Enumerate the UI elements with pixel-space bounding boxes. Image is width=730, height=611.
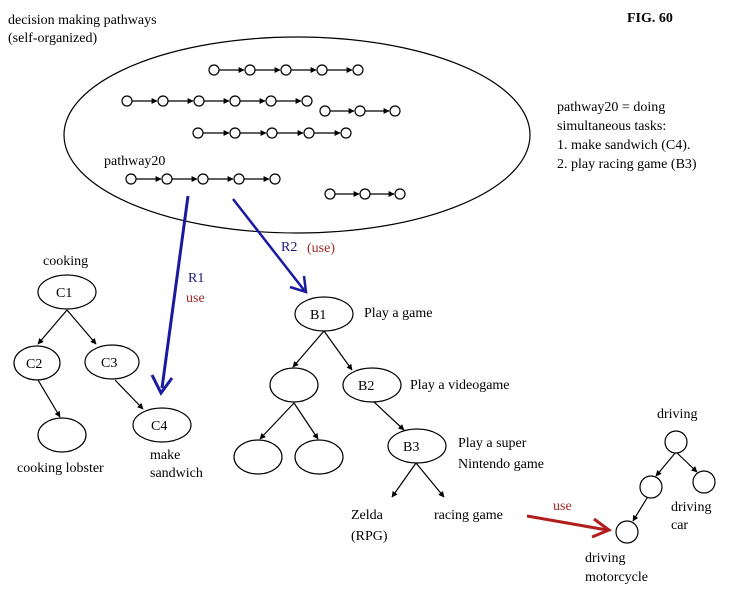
node-b3-label: B3 <box>403 440 419 455</box>
chain-middle <box>192 127 352 139</box>
note-line-3: 1. make sandwich (C4). <box>557 138 690 153</box>
pathways-title-line2: (self-organized) <box>8 31 97 46</box>
r2-label: R2 <box>281 240 297 255</box>
chain-node <box>359 188 371 200</box>
node-driving-motorcycle <box>615 520 639 544</box>
pathway20-label: pathway20 <box>104 154 165 169</box>
pathway-chains <box>121 64 406 200</box>
chain-node <box>233 173 245 185</box>
node-b2-label: B2 <box>358 379 374 394</box>
node-driving-mid <box>639 475 663 499</box>
chain-node <box>303 127 315 139</box>
note-line-4: 2. play racing game (B3) <box>557 157 697 172</box>
r2-arrow <box>232 198 308 294</box>
chain-node <box>316 64 328 76</box>
cooking-lobster-label: cooking lobster <box>17 461 104 476</box>
node-b3 <box>387 428 447 464</box>
make-sandwich-line2: sandwich <box>150 466 203 481</box>
chain-node <box>340 127 352 139</box>
figure-label: FIG. 60 <box>627 11 673 26</box>
node-c3-label: C3 <box>101 356 117 371</box>
driving-title: driving <box>657 407 697 422</box>
node-game-leaf-2 <box>294 439 344 475</box>
pathway20-chain <box>125 173 281 185</box>
node-c3 <box>84 344 140 380</box>
chain-node <box>319 105 331 117</box>
chain-node <box>157 95 169 107</box>
note-line-1: pathway20 = doing <box>557 100 665 115</box>
chain-node <box>269 173 281 185</box>
driving-motorcycle-line1: driving <box>585 551 625 566</box>
node-c4 <box>132 407 192 443</box>
chain-node <box>161 173 173 185</box>
node-cooking-lobster <box>37 417 87 453</box>
chain-node <box>125 173 137 185</box>
chain-node <box>192 127 204 139</box>
play-videogame-label: Play a videogame <box>410 378 510 393</box>
node-c2 <box>13 345 61 381</box>
use-label: use <box>553 499 572 514</box>
play-snes-line1: Play a super <box>458 436 527 451</box>
node-c2-label: C2 <box>26 357 42 372</box>
racing-game-label: racing game <box>434 508 503 523</box>
zelda-line2: (RPG) <box>351 529 388 544</box>
chain-node <box>265 95 277 107</box>
r2-use-label: (use) <box>307 241 335 256</box>
chain-right-lower <box>324 188 406 200</box>
r1-use-label: use <box>186 291 205 306</box>
make-sandwich-line1: make <box>150 448 180 463</box>
r1-label: R1 <box>188 271 204 286</box>
use-arrow <box>526 514 613 539</box>
pathways-title-line1: decision making pathways <box>8 13 157 28</box>
node-c4-label: C4 <box>151 419 167 434</box>
chain-right-upper <box>319 105 401 117</box>
chain-node <box>197 173 209 185</box>
chain-node <box>280 64 292 76</box>
node-driving <box>664 430 688 454</box>
pathways-ellipse <box>63 36 531 234</box>
chain-node <box>208 64 220 76</box>
node-c1 <box>37 274 97 310</box>
chain-node <box>244 64 256 76</box>
chain-node <box>301 95 313 107</box>
driving-car-line2: car <box>671 518 688 533</box>
note-line-2: simultaneous tasks: <box>557 119 666 134</box>
node-b1 <box>294 296 354 332</box>
play-snes-line2: Nintendo game <box>458 457 544 472</box>
r1-arrow <box>150 195 190 396</box>
chain-node <box>266 127 278 139</box>
node-b1-label: B1 <box>310 308 326 323</box>
chain-node <box>193 95 205 107</box>
driving-motorcycle-line2: motorcycle <box>585 570 648 585</box>
zelda-line1: Zelda <box>351 508 384 523</box>
chain-second <box>121 95 313 107</box>
chain-node <box>229 95 241 107</box>
chain-node <box>121 95 133 107</box>
chain-node <box>229 127 241 139</box>
node-game-leaf-1 <box>233 439 283 475</box>
chain-node <box>389 105 401 117</box>
node-b2 <box>342 367 402 403</box>
chain-node <box>394 188 406 200</box>
chain-node <box>354 105 366 117</box>
chain-node <box>324 188 336 200</box>
chain-node <box>352 64 364 76</box>
cooking-title: cooking <box>43 254 88 269</box>
driving-car-line1: driving <box>671 500 711 515</box>
node-c1-label: C1 <box>56 286 72 301</box>
play-game-label: Play a game <box>364 306 432 321</box>
node-unnamed-game <box>269 367 319 403</box>
chain-top <box>208 64 364 76</box>
node-driving-car <box>692 470 716 494</box>
